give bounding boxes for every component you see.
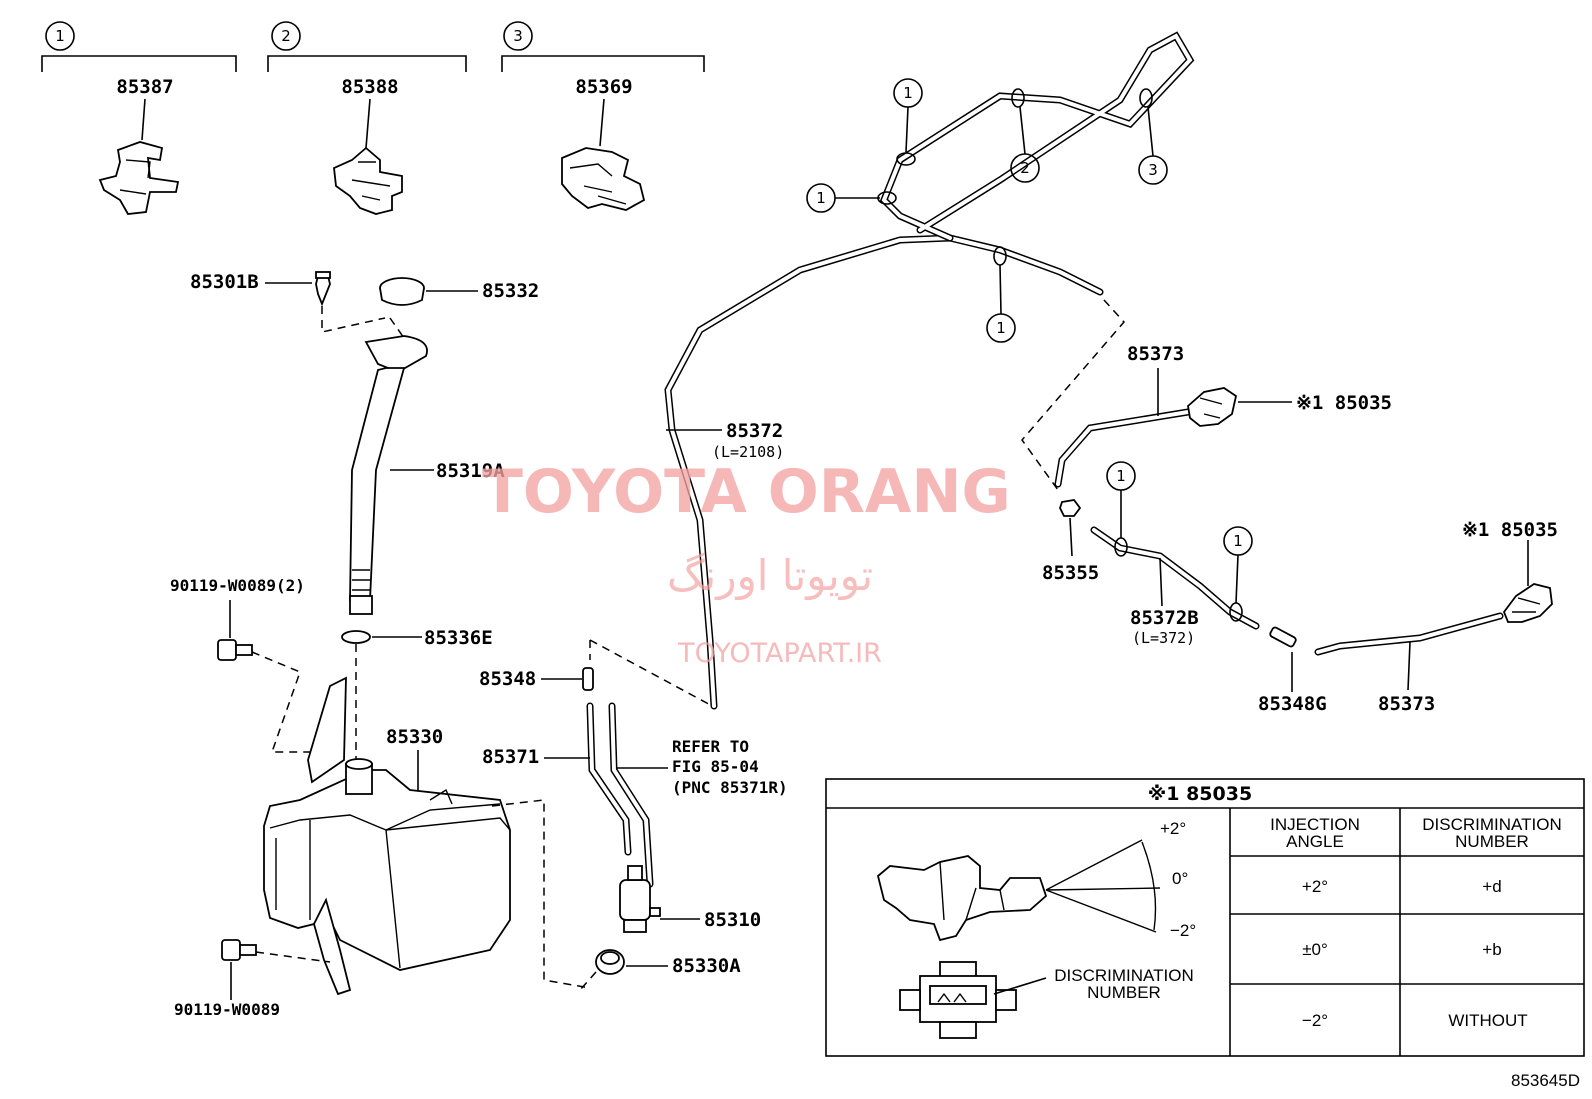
header-injection: INJECTION <box>1270 815 1360 834</box>
callout-number: 1 <box>55 27 65 45</box>
joint-85348-drawing <box>582 667 594 691</box>
watermark-brand: TOYOTA ORANG <box>482 457 1011 527</box>
hose-clip-callouts: 1 1 2 3 1 <box>806 78 1168 343</box>
svg-text:1: 1 <box>996 319 1006 337</box>
hose-85371-drawing <box>586 702 654 888</box>
callout-group-3: 3 85369 <box>501 21 705 211</box>
refer-line-2: FIG 85-04 <box>672 757 759 776</box>
header-number: NUMBER <box>1455 832 1529 851</box>
joint-85355-drawing <box>1059 499 1082 517</box>
hose-85372-drawing <box>664 31 1195 710</box>
part-label-90119-W0089-2: 90119-W0089(2) <box>170 576 305 595</box>
washer-tank-85330-drawing <box>263 676 511 996</box>
pump-85310-drawing <box>619 865 661 933</box>
part-label-85332: 85332 <box>482 280 539 302</box>
part-label-85319A: 85319A <box>436 460 505 482</box>
disc-label-line-2: NUMBER <box>1087 983 1161 1002</box>
part-label-85371: 85371 <box>482 746 539 768</box>
refer-line-3: (PNC 85371R) <box>672 778 788 797</box>
row-1-angle: +2° <box>1302 877 1328 896</box>
part-label-85336E: 85336E <box>424 627 493 649</box>
svg-text:1: 1 <box>1116 467 1126 485</box>
part-label-85310: 85310 <box>704 909 761 931</box>
joint-85348G-drawing <box>1269 626 1297 648</box>
nozzle-rear-view-drawing <box>899 961 1017 1039</box>
part-length-85372: (L=2108) <box>712 443 784 461</box>
angle-zero: 0° <box>1172 869 1188 888</box>
clip-85301B-drawing <box>315 271 331 307</box>
svg-text:2: 2 <box>1020 159 1030 177</box>
callout-group-1: 1 85387 <box>41 21 237 215</box>
part-label-85372: 85372 <box>726 420 783 442</box>
svg-text:1: 1 <box>1233 532 1243 550</box>
part-label-85387: 85387 <box>116 76 173 98</box>
callout-number: 2 <box>281 27 291 45</box>
watermark-url: TOYOTAPART.IR <box>677 638 882 669</box>
nozzle-spec-table: ※1 85035 INJECTION ANGLE DISCRIMINATION … <box>825 778 1585 1057</box>
svg-text:1: 1 <box>903 84 913 102</box>
part-label-85373-top: 85373 <box>1127 343 1184 365</box>
part-label-85372B: 85372B <box>1130 607 1199 629</box>
nozzle-detail-drawing <box>876 839 1161 942</box>
clip-85388-drawing <box>333 146 403 215</box>
part-label-85348: 85348 <box>479 668 536 690</box>
part-label-85369: 85369 <box>575 76 632 98</box>
svg-text:3: 3 <box>1148 161 1158 179</box>
gasket-85336E-drawing <box>341 630 371 644</box>
grommet-85330A-drawing <box>595 949 625 975</box>
angle-minus: −2° <box>1170 921 1196 940</box>
part-label-85330: 85330 <box>386 726 443 748</box>
part-label-85035-right: ※1 85035 <box>1462 519 1558 541</box>
part-label-85373-bottom: 85373 <box>1378 693 1435 715</box>
angle-plus: +2° <box>1160 819 1186 838</box>
clip-85369-drawing <box>561 147 646 211</box>
refer-line-1: REFER TO <box>672 737 749 756</box>
callout-number: 3 <box>513 27 523 45</box>
bolt-bottom-drawing <box>221 939 257 961</box>
header-angle: ANGLE <box>1286 832 1344 851</box>
cap-85332-drawing <box>379 277 425 306</box>
svg-text:1: 1 <box>816 189 826 207</box>
part-label-85301B: 85301B <box>190 271 259 293</box>
part-length-85372B: (L=372) <box>1132 629 1195 647</box>
part-label-90119-W0089: 90119-W0089 <box>174 1000 280 1019</box>
diagram-code: 853645D <box>1511 1071 1580 1090</box>
row-1-disc: +d <box>1482 877 1501 896</box>
filler-neck-85319A-drawing <box>349 335 428 615</box>
table-title: ※1 85035 <box>1148 783 1252 805</box>
hose-85373-top-drawing <box>1054 408 1192 488</box>
nozzle-right-drawing <box>1502 583 1553 623</box>
watermark-brand-fa: تویوتا اورنگ <box>667 551 873 600</box>
row-3-angle: −2° <box>1302 1011 1328 1030</box>
bolt-top-drawing <box>217 639 253 661</box>
row-3-disc: WITHOUT <box>1448 1011 1527 1030</box>
clip-85387-drawing <box>98 141 180 215</box>
callout-group-2: 2 85388 <box>267 21 467 215</box>
hose-85373-bottom-drawing <box>1314 612 1504 656</box>
part-label-85355: 85355 <box>1042 562 1099 584</box>
row-2-disc: +b <box>1482 940 1501 959</box>
header-discrimination: DISCRIMINATION <box>1422 815 1561 834</box>
disc-label-line-1: DISCRIMINATION <box>1054 966 1193 985</box>
part-label-85388: 85388 <box>341 76 398 98</box>
part-label-85330A: 85330A <box>672 955 741 977</box>
row-2-angle: ±0° <box>1302 940 1328 959</box>
part-label-85348G: 85348G <box>1258 693 1327 715</box>
part-label-85035-top: ※1 85035 <box>1296 392 1392 414</box>
nozzle-top-drawing <box>1187 387 1238 427</box>
